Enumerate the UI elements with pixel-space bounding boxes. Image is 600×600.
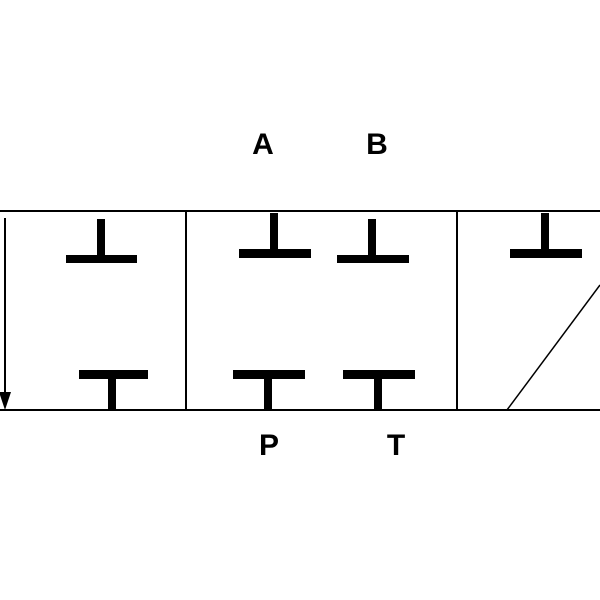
right-top-blocked-port — [510, 213, 582, 258]
valve-frame — [0, 210, 600, 411]
right-envelope — [506, 213, 600, 411]
center-port-a-blocked — [239, 213, 311, 258]
port-label-b: B — [366, 128, 388, 161]
left-envelope-arrow — [0, 218, 11, 410]
center-port-b-blocked — [337, 219, 409, 263]
right-flow-line — [506, 284, 600, 411]
center-envelope-blocked-ports — [233, 213, 415, 410]
left-bottom-blocked-port — [79, 370, 148, 410]
port-label-p: P — [259, 429, 279, 462]
left-top-blocked-port — [66, 219, 137, 263]
port-label-a: A — [252, 128, 274, 161]
port-label-t: T — [387, 429, 405, 462]
center-port-p-blocked — [233, 370, 305, 410]
center-port-t-blocked — [343, 370, 415, 410]
arrow-head — [0, 392, 11, 410]
left-envelope-blocked-ports — [66, 219, 148, 410]
